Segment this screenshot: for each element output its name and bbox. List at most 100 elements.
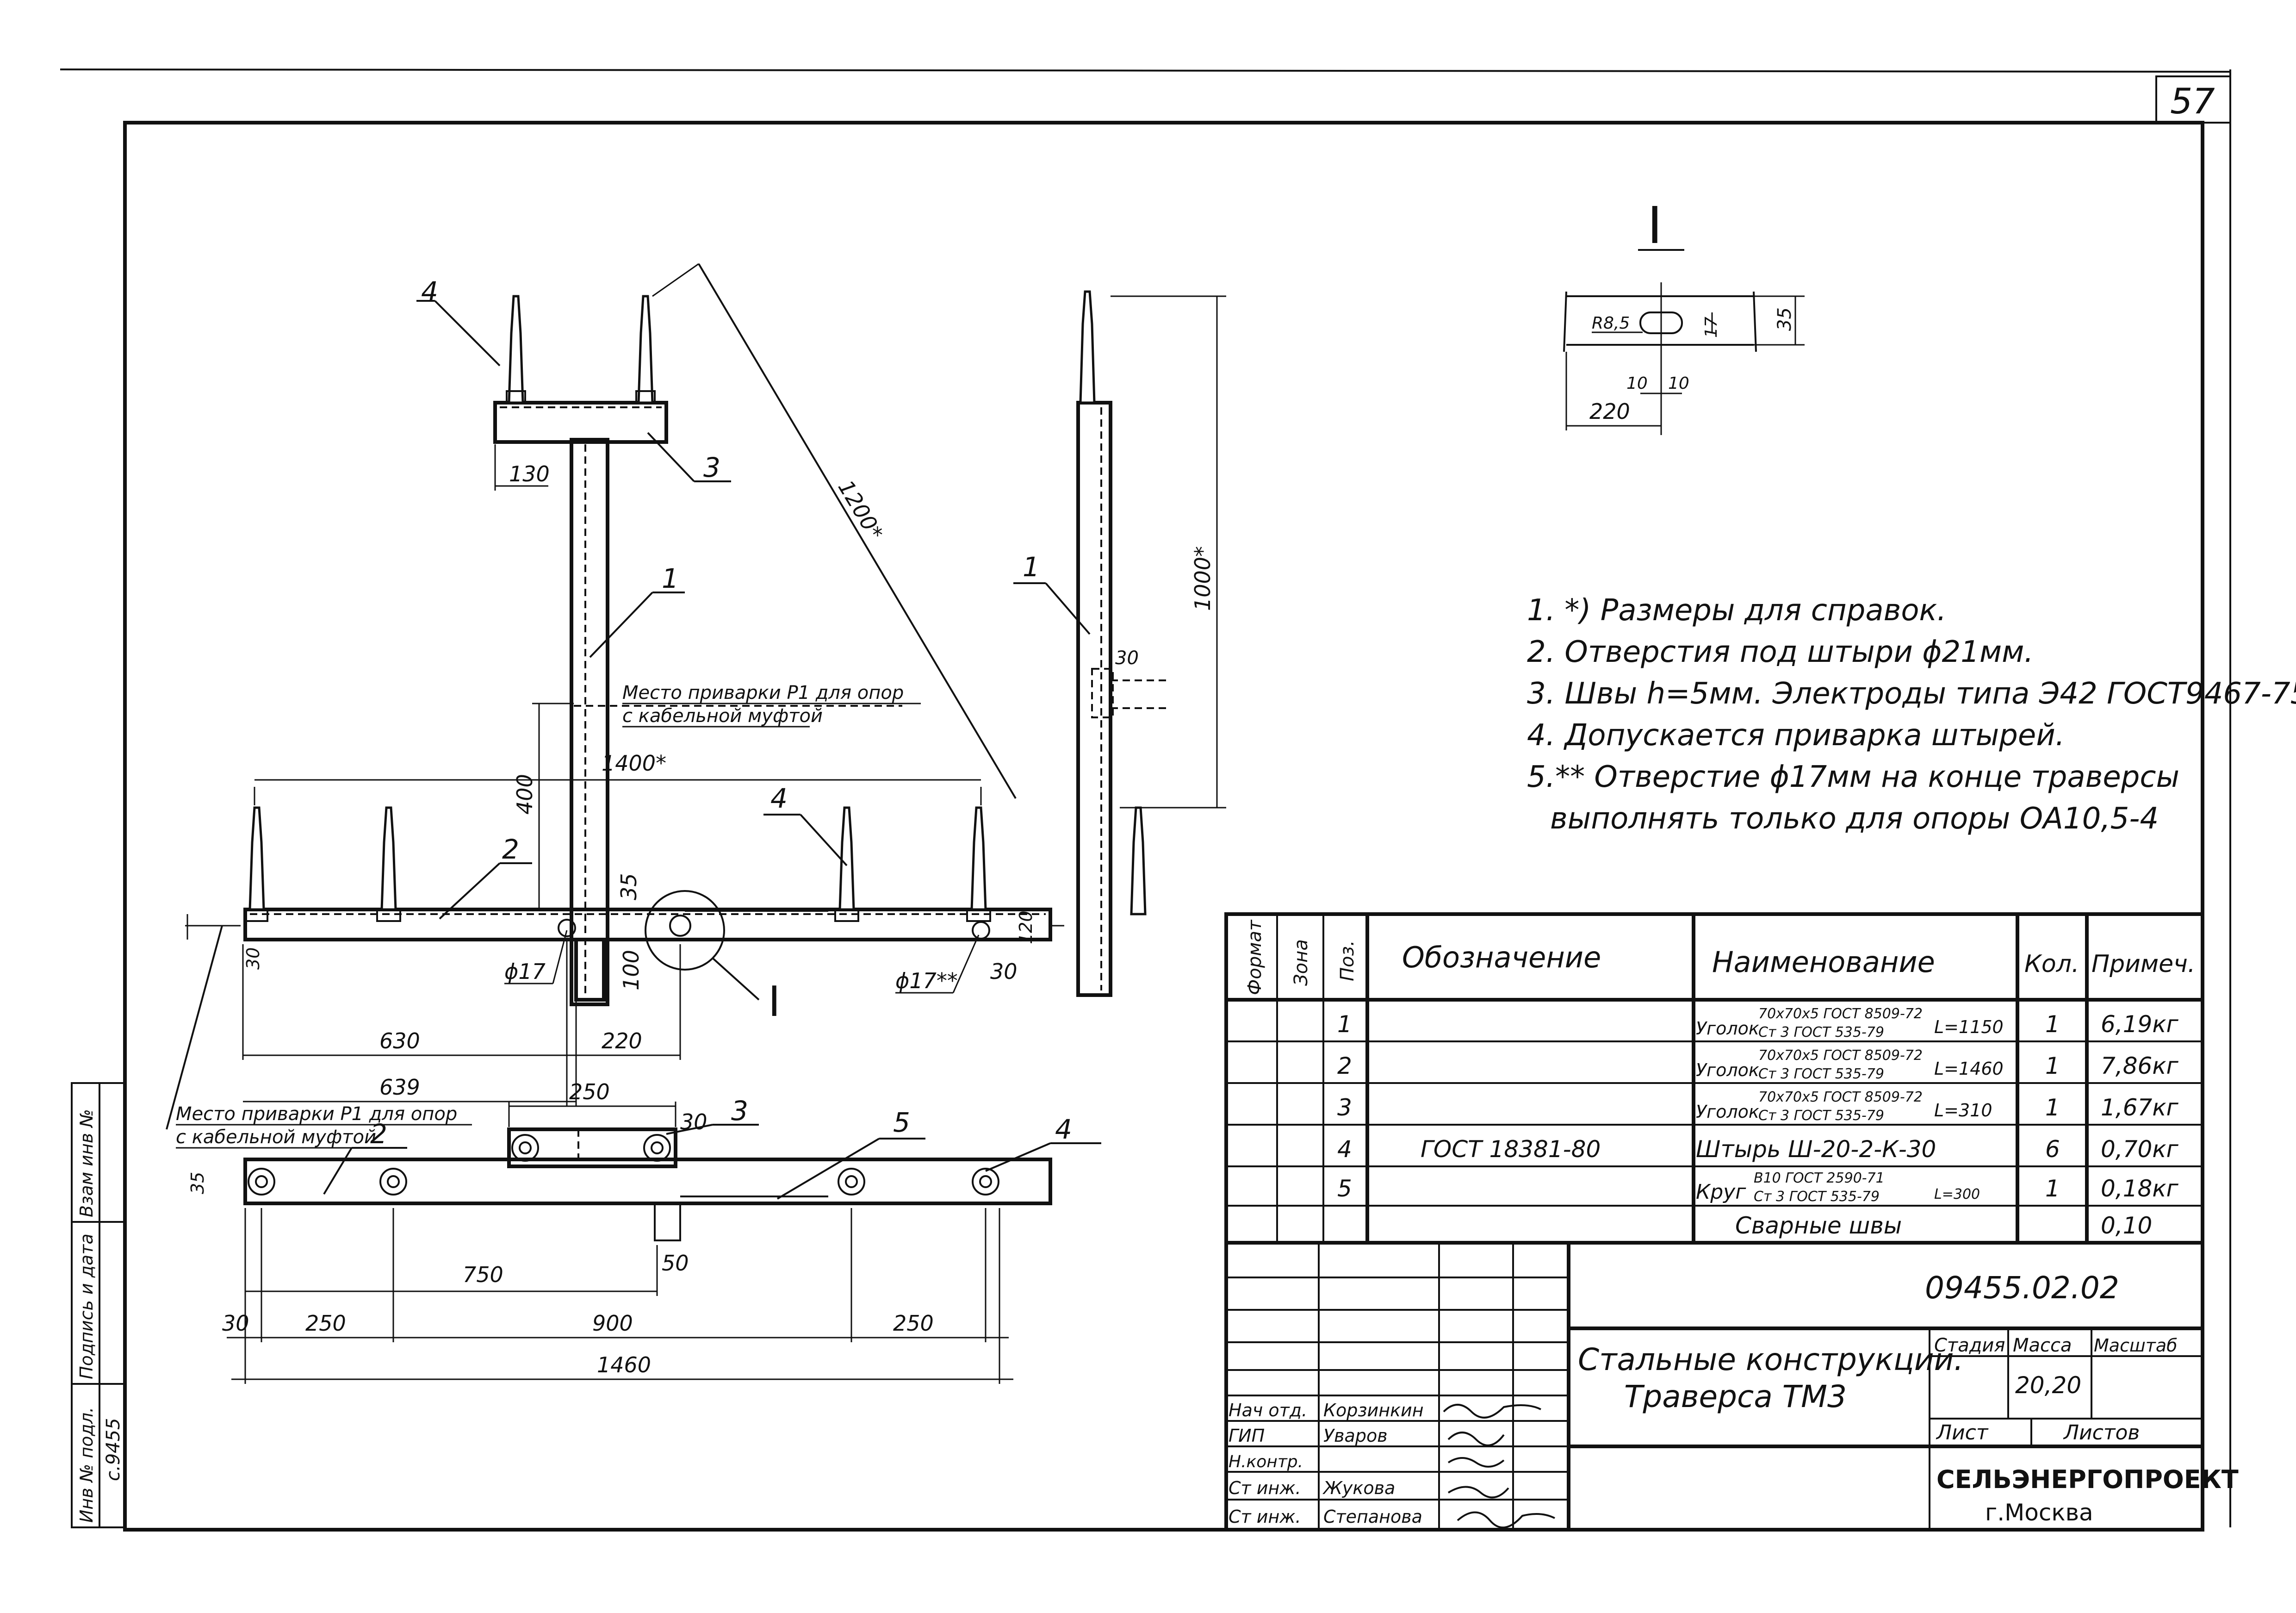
plan-dim-35: 35 — [187, 1172, 208, 1194]
dim-1400: 1400* — [602, 751, 666, 776]
row5-note: 0,18кг — [2101, 1175, 2179, 1202]
note-2: 2. Отверстия под штыри ϕ21мм. — [1527, 635, 2034, 669]
plan-pos-3: 3 — [731, 1095, 748, 1127]
dim-100-main: 100 — [619, 950, 644, 990]
mass-label: Масса — [2013, 1335, 2072, 1356]
hdr-format: Формат — [1244, 919, 1266, 995]
notes-block: 1. *) Размеры для справок. 2. Отверстия … — [1527, 593, 2296, 836]
main-pos-4a: 4 — [421, 276, 438, 307]
row2-name: Уголок — [1696, 1060, 1759, 1080]
detail-dim-35: 35 — [1774, 307, 1795, 331]
main-front-view: I 4 3 1 2 4 130 1200* 1400* 400 Мес — [166, 263, 1064, 1149]
row2-name-bot: Ст 3 ГОСТ 535-79 — [1758, 1066, 1884, 1082]
dim-120-right: 120 — [1016, 910, 1036, 944]
row3-name-bot: Ст 3 ГОСТ 535-79 — [1758, 1108, 1884, 1124]
sheet-frame: 57 — [60, 69, 2231, 1532]
dim-phi17-right: ϕ17** — [895, 968, 958, 993]
sheets-label: Листов — [2063, 1421, 2140, 1445]
note-3: 3. Швы h=5мм. Электроды типа Э42 ГОСТ946… — [1527, 677, 2296, 711]
hdr-zone: Зона — [1291, 939, 1312, 986]
table-row: Сварные швы 0,10 — [1735, 1212, 2152, 1239]
row3-name: Уголок — [1696, 1102, 1759, 1122]
row5-name-bot: Ст 3 ГОСТ 535-79 — [1754, 1189, 1880, 1205]
plan-dim-250-top: 250 — [569, 1079, 610, 1104]
signatures — [1443, 1404, 1555, 1529]
traverse-pins — [243, 806, 991, 922]
dim-1000: 1000* — [1190, 546, 1215, 611]
callout-top-line2: с кабельной муфтой — [622, 705, 823, 727]
dim-400: 400 — [512, 774, 537, 815]
dim-639: 639 — [379, 1075, 420, 1100]
signer-name-1: Корзинкин — [1323, 1400, 1424, 1420]
dim-35-main: 35 — [616, 873, 641, 900]
note-4: 4. Допускается приварка штырей. — [1527, 718, 2065, 753]
dim-30-left: 30 — [243, 947, 263, 970]
signer-role-1: Нач отд. — [1229, 1400, 1307, 1420]
spec-table: Формат Зона Поз. Обозначение Наименовани… — [1224, 912, 2204, 1245]
row5-name: Круг — [1696, 1180, 1746, 1204]
signer-name-4: Жукова — [1322, 1478, 1395, 1498]
main-pos-1: 1 — [662, 563, 679, 594]
row1-name-len: L=1150 — [1934, 1017, 2004, 1037]
row5-name-top: В10 ГОСТ 2590-71 — [1754, 1170, 1885, 1186]
table-row: 2 Уголок 70х70х5 ГОСТ 8509-72 Ст 3 ГОСТ … — [1337, 1047, 2179, 1082]
main-pos-4b: 4 — [770, 783, 788, 814]
signer-role-2: ГИП — [1229, 1426, 1265, 1446]
table-row: 1 Уголок 70х70х5 ГОСТ 8509-72 Ст 3 ГОСТ … — [1337, 1006, 2179, 1040]
dim-30-side: 30 — [1115, 648, 1139, 669]
title-line2: Траверса ТМ3 — [1624, 1379, 1847, 1414]
org-line2: г.Москва — [1985, 1499, 2093, 1526]
plan-pos-2: 2 — [370, 1118, 387, 1150]
row4-qty: 6 — [2045, 1136, 2060, 1163]
row6-note: 0,10 — [2101, 1212, 2152, 1239]
org-line1: СЕЛЬЭНЕРГОПРОЕКТ — [1936, 1465, 2239, 1494]
plan-dim-250b: 250 — [893, 1311, 934, 1336]
row1-qty: 1 — [2045, 1011, 2060, 1038]
table-row: 5 Круг В10 ГОСТ 2590-71 Ст 3 ГОСТ 535-79… — [1337, 1170, 2179, 1205]
row1-note: 6,19кг — [2101, 1011, 2179, 1038]
note-5-cont: выполнять только для опоры ОА10,5-4 — [1550, 802, 2159, 836]
callout-bottom-line1: Место приварки Р1 для опор — [176, 1103, 457, 1125]
row4-pos: 4 — [1337, 1136, 1352, 1163]
dim-30-right: 30 — [990, 959, 1018, 984]
row4-note: 0,70кг — [2101, 1136, 2179, 1163]
plan-holes — [248, 1134, 999, 1196]
signer-role-4: Ст инж. — [1229, 1478, 1301, 1498]
signer-name-2: Уваров — [1323, 1426, 1388, 1446]
dim-1200: 1200* — [833, 476, 888, 544]
row2-name-len: L=1460 — [1934, 1059, 2004, 1079]
plan-dim-750: 750 — [463, 1262, 503, 1287]
detail-dim-220: 220 — [1589, 399, 1630, 424]
row2-name-top: 70х70х5 ГОСТ 8509-72 — [1758, 1047, 1923, 1064]
stage-label: Стадия — [1934, 1335, 2005, 1356]
scale-label: Масштаб — [2094, 1335, 2178, 1356]
strip-label-inv-podl: Инв № подл. — [76, 1407, 97, 1523]
note-5: 5.** Отверстие ϕ17мм на конце траверсы — [1527, 760, 2179, 794]
title-block: 09455.02.02 Стальные конструкции. Травер… — [1224, 1241, 2239, 1532]
row3-note: 1,67кг — [2101, 1094, 2179, 1121]
detail-view-I: I 35 17 R8,5 10 10 220 — [1563, 196, 1805, 435]
page-number: 57 — [2170, 81, 2215, 122]
hdr-pos: Поз. — [1337, 940, 1358, 981]
callout-top-line1: Место приварки Р1 для опор — [622, 682, 904, 704]
row1-name-bot: Ст 3 ГОСТ 535-79 — [1758, 1024, 1884, 1040]
dim-630: 630 — [379, 1028, 420, 1053]
row3-qty: 1 — [2045, 1094, 2060, 1121]
note-1: 1. *) Размеры для справок. — [1527, 593, 1946, 628]
table-row: 4 ГОСТ 18381-80 Штырь Ш-20-2-К-30 6 0,70… — [1337, 1136, 2179, 1163]
side-pos-1: 1 — [1023, 551, 1040, 583]
plan-dim-30: 30 — [222, 1311, 249, 1336]
section-label-main: I — [768, 978, 781, 1026]
detail-dim-10a: 10 — [1626, 374, 1648, 393]
plan-dim-900: 900 — [592, 1311, 633, 1336]
mass-value: 20,20 — [2015, 1372, 2081, 1399]
plan-view: 250 30 35 50 2 3 5 4 750 30 250 900 250 … — [187, 1079, 1101, 1384]
row4-name: Штырь Ш-20-2-К-30 — [1696, 1136, 1936, 1163]
hdr-qty: Кол. — [2024, 950, 2079, 978]
hdr-name: Наименование — [1712, 945, 1935, 979]
main-pos-2: 2 — [502, 834, 519, 865]
dim-220-main: 220 — [602, 1028, 642, 1053]
table-row: 3 Уголок 70х70х5 ГОСТ 8509-72 Ст 3 ГОСТ … — [1337, 1089, 2179, 1124]
signer-name-5: Степанова — [1323, 1507, 1422, 1527]
left-approval-strip: Инв № подл. Подпись и дата Взам инв № с.… — [71, 1082, 126, 1528]
